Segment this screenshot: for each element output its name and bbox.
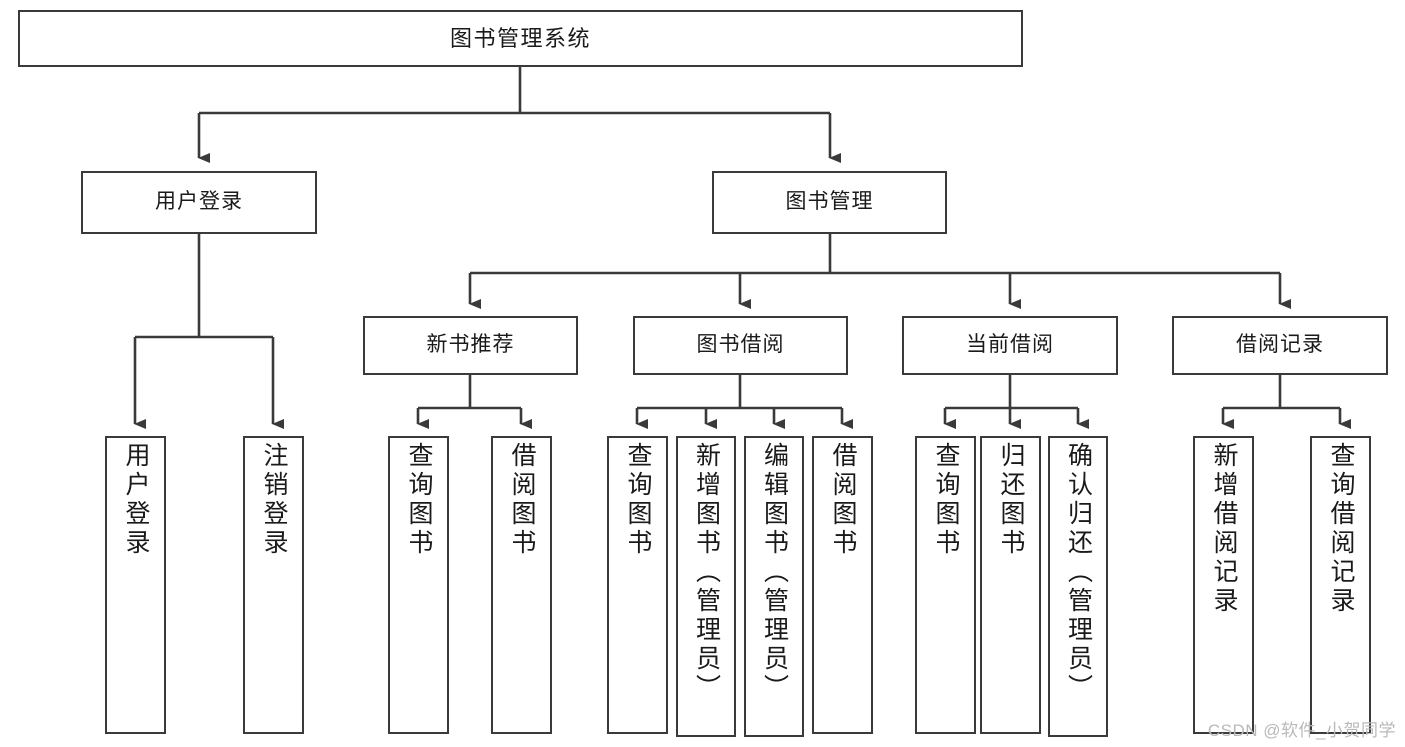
csdn-watermark: CSDN @软件_小贺同学 bbox=[1207, 721, 1396, 740]
node-book-borrow[interactable]: 图书借阅 bbox=[633, 316, 848, 375]
node-label: 当前借阅 bbox=[966, 333, 1054, 357]
node-label: 确认归还（管理员） bbox=[1064, 442, 1093, 703]
node-label: 查询图书 bbox=[932, 442, 960, 558]
node-new-book-recommend[interactable]: 新书推荐 bbox=[363, 316, 578, 375]
node-leaf-edit-book[interactable]: 编辑图书（管理员） bbox=[744, 436, 804, 737]
node-user-login[interactable]: 用户登录 bbox=[81, 171, 317, 234]
node-label: 新增图书（管理员） bbox=[692, 442, 721, 703]
node-label: 查询图书 bbox=[405, 442, 433, 558]
node-leaf-query-book-3[interactable]: 查询图书 bbox=[915, 436, 976, 734]
node-label: 归还图书 bbox=[997, 442, 1025, 558]
node-label: 图书管理 bbox=[785, 190, 874, 214]
node-leaf-borrow-book-2[interactable]: 借阅图书 bbox=[812, 436, 873, 734]
node-leaf-query-book-2[interactable]: 查询图书 bbox=[607, 436, 668, 734]
node-leaf-add-borrow-record[interactable]: 新增借阅记录 bbox=[1193, 436, 1254, 734]
node-label: 注销登录 bbox=[260, 442, 288, 558]
node-label: 借阅图书 bbox=[508, 442, 536, 558]
node-label: 借阅图书 bbox=[829, 442, 857, 558]
node-label: 图书借阅 bbox=[696, 333, 785, 357]
node-leaf-logout[interactable]: 注销登录 bbox=[243, 436, 304, 734]
node-leaf-query-borrow-record[interactable]: 查询借阅记录 bbox=[1310, 436, 1371, 734]
node-label: 查询图书 bbox=[624, 442, 652, 558]
node-borrow-record[interactable]: 借阅记录 bbox=[1172, 316, 1388, 375]
node-label: 编辑图书（管理员） bbox=[760, 442, 789, 703]
node-label: 用户登录 bbox=[122, 442, 150, 558]
node-current-borrow[interactable]: 当前借阅 bbox=[902, 316, 1118, 375]
node-label: 图书管理系统 bbox=[449, 25, 591, 51]
node-label: 用户登录 bbox=[155, 190, 243, 214]
node-root-book-management-system[interactable]: 图书管理系统 bbox=[18, 10, 1023, 67]
node-leaf-add-book[interactable]: 新增图书（管理员） bbox=[676, 436, 736, 737]
node-leaf-return-book[interactable]: 归还图书 bbox=[980, 436, 1041, 734]
node-label: 新书推荐 bbox=[426, 333, 515, 357]
node-label: 借阅记录 bbox=[1236, 333, 1324, 357]
node-leaf-confirm-return[interactable]: 确认归还（管理员） bbox=[1048, 436, 1108, 737]
node-label: 查询借阅记录 bbox=[1327, 442, 1355, 616]
node-leaf-borrow-book-1[interactable]: 借阅图书 bbox=[491, 436, 552, 734]
node-label: 新增借阅记录 bbox=[1210, 442, 1238, 616]
node-leaf-query-book-1[interactable]: 查询图书 bbox=[388, 436, 449, 734]
node-leaf-user-login[interactable]: 用户登录 bbox=[105, 436, 166, 734]
node-book-management[interactable]: 图书管理 bbox=[712, 171, 947, 234]
